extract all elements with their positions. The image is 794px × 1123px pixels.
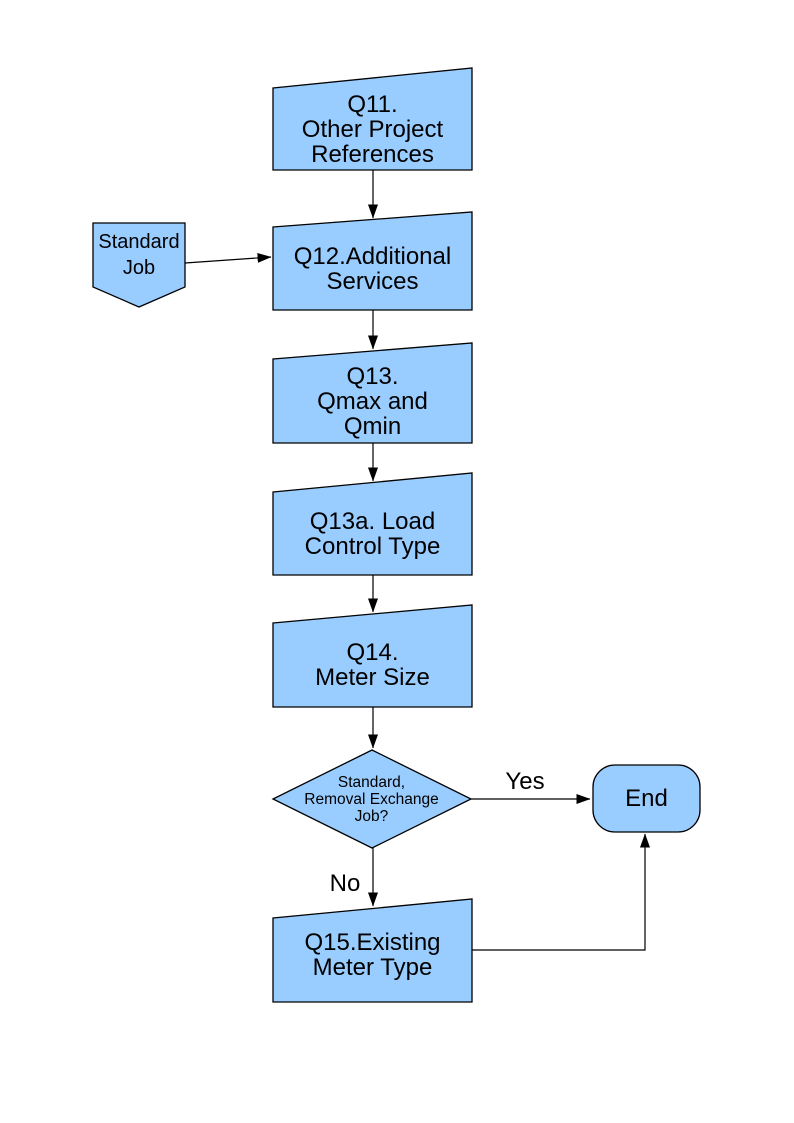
edge-q15-to-end (472, 833, 650, 951)
node-q11-shape (272, 67, 473, 171)
node-q13a-shape (272, 472, 473, 576)
node-q12-shape (272, 211, 473, 311)
node-q14-shape (272, 604, 473, 708)
node-q15-shape (272, 898, 473, 1003)
edge-standard-job-to-q12 (184, 252, 272, 264)
node-q13-shape (272, 342, 473, 444)
node-standard-job-shape (92, 222, 186, 308)
node-end-shape (592, 764, 701, 833)
node-decision-shape (271, 749, 473, 849)
